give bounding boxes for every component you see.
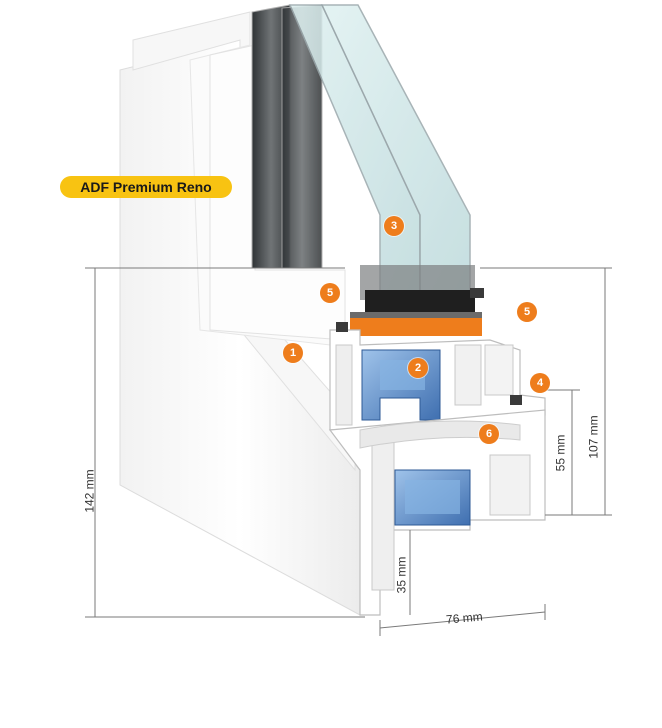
frame-profile: [328, 288, 546, 616]
marker-2: 2: [408, 358, 428, 378]
marker-3: 3: [384, 216, 404, 236]
dimension-inner-height: 55 mm: [553, 434, 568, 472]
dimension-frame-visible: 35 mm: [394, 556, 409, 594]
dimension-lines: [85, 267, 612, 636]
dimension-total-height: 142 mm: [82, 469, 97, 513]
marker-5-right: 5: [517, 302, 537, 322]
marker-6: 6: [479, 424, 499, 444]
marker-4: 4: [530, 373, 550, 393]
product-name-badge: ADF Premium Reno: [60, 176, 232, 198]
marker-5-left: 5: [320, 283, 340, 303]
spacer-bar: [350, 312, 482, 336]
dimension-sash-height: 107 mm: [586, 415, 601, 459]
marker-1: 1: [283, 343, 303, 363]
